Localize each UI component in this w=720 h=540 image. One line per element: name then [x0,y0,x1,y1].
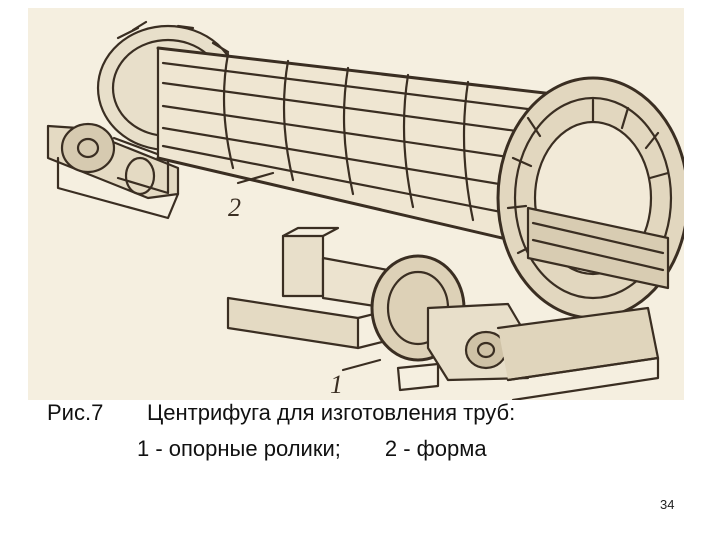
caption-line-2: 1 - опорные ролики; 2 - форма [137,434,487,464]
caption-item-1: 1 - опорные ролики; [137,436,341,461]
label-rollers-1: 1 [330,370,343,399]
label-form-2: 2 [228,193,241,222]
centrifuge-illustration: 2 1 [28,8,684,400]
page-number: 34 [660,497,675,512]
figure-number: Рис.7 [47,400,104,425]
figure-title: Центрифуга для изготовления труб: [147,400,516,425]
caption-item-2: 2 - форма [384,436,487,461]
centrifuge-drawing: 2 1 [46,20,684,400]
